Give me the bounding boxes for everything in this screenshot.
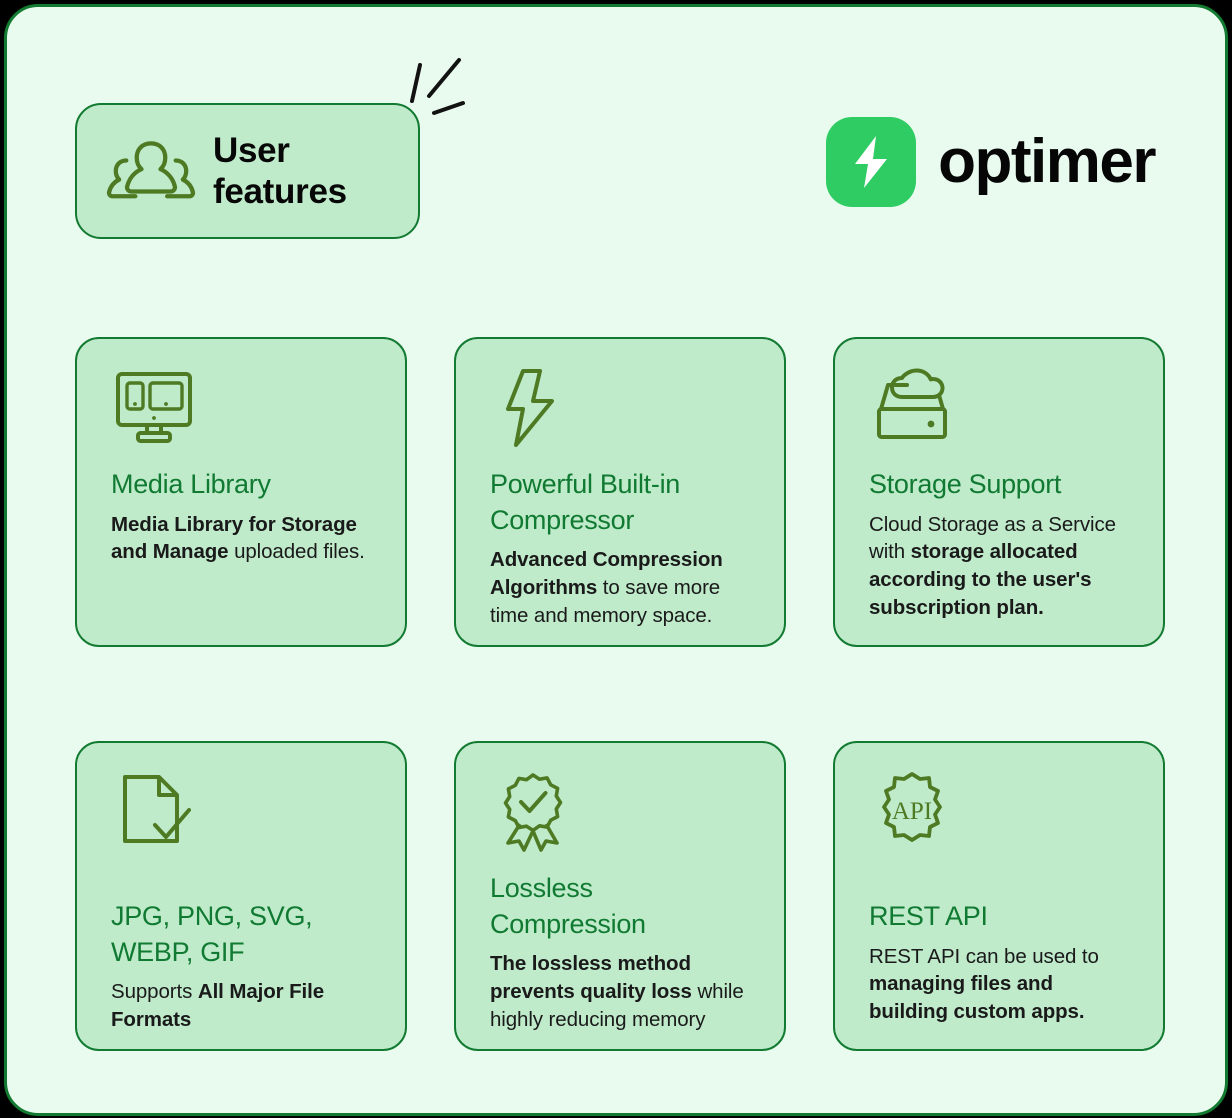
feature-card-compressor[interactable]: Powerful Built-in Compressor Advanced Co… [454,337,786,647]
card-title: Media Library [111,469,271,499]
card-title: JPG, PNG, SVG, WEBP, GIF [111,901,313,967]
cloud-storage-icon [877,368,947,439]
feature-card-rest-api[interactable]: API REST API REST API can be used to man… [833,741,1165,1051]
monitor-devices-icon [116,372,192,443]
feature-card-storage-support[interactable]: Storage Support Cloud Storage as a Servi… [833,337,1165,647]
sparkle-lines-icon [410,58,465,115]
card-body: Media Library for Storage and Manage upl… [111,512,365,564]
api-gear-icon: API [882,772,942,842]
card-title: Storage Support [869,469,1062,499]
lightning-bolt-outline-icon [506,369,554,447]
feature-card-file-formats[interactable]: JPG, PNG, SVG, WEBP, GIF Supports All Ma… [75,741,407,1051]
brand-logo: optimer [826,117,1156,207]
svg-text:API: API [892,798,932,825]
card-title: Lossless Compression [490,873,646,939]
logo-mark [826,117,917,207]
feature-card-media-library[interactable]: Media Library Media Library for Storage … [75,337,407,647]
card-body: The lossless method prevents quality los… [490,952,744,1031]
card-body: Supports All Major File Formats [111,980,325,1031]
users-group-icon [106,141,196,199]
lightning-bolt-icon [855,136,888,188]
user-features-badge: User features [75,103,420,239]
feature-card-lossless[interactable]: Lossless Compression The lossless method… [454,741,786,1051]
logo-wordmark: optimer [938,127,1156,196]
feature-panel: User features optimer [4,4,1228,1116]
card-title: Powerful Built-in Compressor [490,469,680,535]
badge-title: User features [213,130,347,211]
document-check-icon [123,775,191,843]
award-badge-check-icon [503,773,563,852]
feature-card-grid: Media Library Media Library for Storage … [75,337,1165,1051]
card-body: REST API can be used to managing files a… [869,944,1099,1023]
card-body: Advanced Compression Algorithms to save … [490,548,723,627]
card-body: Cloud Storage as a Service with storage … [869,512,1116,619]
card-title: REST API [869,901,988,931]
